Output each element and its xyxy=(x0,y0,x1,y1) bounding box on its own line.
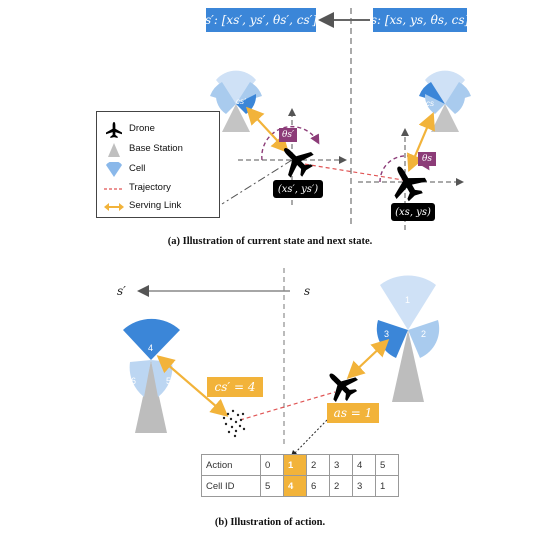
legend-trajectory: Trajectory xyxy=(97,181,219,197)
legend-base-station-label: Base Station xyxy=(129,143,183,154)
table-header-cell: Cell ID xyxy=(201,475,261,497)
legend-drone-label: Drone xyxy=(129,123,155,134)
base-station-current xyxy=(419,70,471,132)
next-state-label-b: s′ xyxy=(117,284,126,298)
table-row: Action 0 1 2 3 4 5 xyxy=(201,454,399,476)
table-cell-highlight: 1 xyxy=(283,454,307,476)
serving-cell-tag: cs′ = 4 xyxy=(207,377,263,397)
action-tag: as = 1 xyxy=(327,403,379,423)
table-cell: 5 xyxy=(260,475,284,497)
trajectory-icon xyxy=(104,188,124,190)
table-cell: 0 xyxy=(260,454,284,476)
table-cell: 3 xyxy=(352,475,376,497)
axes-next xyxy=(221,108,347,205)
next-state-box: s′: [xs′, ys′, θs′, cs′] xyxy=(205,8,317,32)
serving-link-current xyxy=(407,111,435,173)
table-cell: 2 xyxy=(306,454,330,476)
table-cell-highlight: 4 xyxy=(283,475,307,497)
current-state-box: s: [xs, ys, θs, cs] xyxy=(371,8,469,32)
table-cell: 6 xyxy=(306,475,330,497)
angle-tag-current: θs xyxy=(418,152,436,166)
angle-tag-next: θs′ xyxy=(279,128,297,142)
serving-link-left xyxy=(156,355,229,417)
legend-drone: Drone xyxy=(97,122,219,138)
table-row: Cell ID 5 4 6 2 3 1 xyxy=(201,475,399,497)
legend: Drone Base Station Cell Trajectory Servi… xyxy=(96,111,220,218)
legend-serving-link-label: Serving Link xyxy=(129,200,182,211)
left-cell-label-right: 5 xyxy=(166,376,171,386)
legend-cell: Cell xyxy=(97,162,219,178)
position-label-next: (xs′, ys′) xyxy=(273,180,323,198)
cell-label-current: cs xyxy=(426,99,434,108)
caption-b: (b) Illustration of action. xyxy=(214,517,326,528)
table-cell: 2 xyxy=(329,475,353,497)
serving-link-next xyxy=(246,106,289,154)
table-header-cell: Action xyxy=(201,454,261,476)
trajectory-a xyxy=(297,162,404,181)
legend-cell-label: Cell xyxy=(129,163,146,174)
future-position-cluster xyxy=(222,409,246,438)
trajectory-b xyxy=(239,391,336,421)
serving-link-icon xyxy=(104,203,124,211)
action-pointer xyxy=(290,419,328,458)
drone-icon xyxy=(106,122,122,138)
right-cell-label-left: 3 xyxy=(384,329,389,339)
table-cell: 4 xyxy=(352,454,376,476)
caption-a: (a) Illustration of current state and ne… xyxy=(167,236,373,247)
cell-label-next: cs′ xyxy=(236,97,246,106)
legend-base-station: Base Station xyxy=(97,142,219,158)
legend-trajectory-label: Trajectory xyxy=(129,182,171,193)
legend-serving-link: Serving Link xyxy=(97,199,219,215)
left-cell-label-top: 4 xyxy=(148,343,153,353)
base-station-next xyxy=(210,70,262,132)
serving-link-right xyxy=(346,338,390,380)
left-cell-label-left: 6 xyxy=(131,376,136,386)
base-station-icon xyxy=(108,143,120,157)
table-cell: 3 xyxy=(329,454,353,476)
right-cell-label-top: 1 xyxy=(405,295,410,305)
base-station-right xyxy=(376,275,440,402)
table-cell: 5 xyxy=(375,454,399,476)
action-table: Action 0 1 2 3 4 5 Cell ID 5 4 6 2 3 1 xyxy=(201,454,399,497)
right-cell-label-right: 2 xyxy=(421,329,426,339)
position-label-current: (xs, ys) xyxy=(391,203,435,221)
cell-icon xyxy=(106,162,122,177)
table-cell: 1 xyxy=(375,475,399,497)
current-state-label-b: s xyxy=(304,284,311,298)
